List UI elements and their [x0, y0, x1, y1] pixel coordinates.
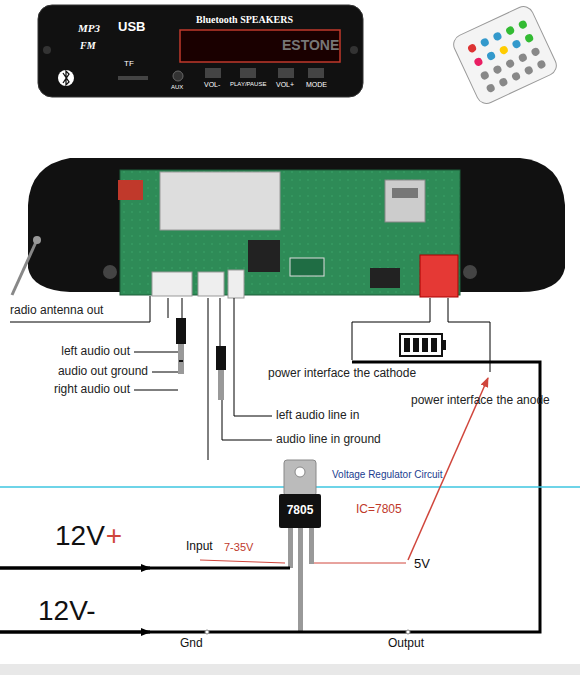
panel-text: TF	[124, 60, 134, 69]
callout-label: radio antenna out	[10, 304, 103, 317]
button-label: MODE	[306, 81, 327, 89]
panel-logo: MP3	[78, 22, 100, 34]
panel-text: USB	[118, 20, 145, 34]
voltage-label: 12V	[55, 521, 105, 552]
polarity-sign: +	[106, 521, 122, 552]
voltage-label: 5V	[414, 557, 430, 571]
pin-name: Gnd	[180, 637, 203, 650]
regulator-body: 7805	[279, 494, 321, 528]
callout-label: power interface the anode	[411, 394, 550, 407]
button-label: VOL+	[276, 81, 294, 89]
button-label: AUX	[171, 84, 183, 91]
ic-marking: 7805	[287, 504, 314, 517]
callout-label: audio out ground	[58, 365, 148, 378]
pin-name: Input	[186, 540, 213, 553]
voltage-range: 7-35V	[224, 541, 253, 553]
callout-label: left audio out	[61, 345, 130, 358]
panel-logo: FM	[80, 40, 96, 51]
ic-label: IC=7805	[356, 503, 402, 516]
callout-label: power interface the cathode	[268, 367, 416, 380]
pin-name: Output	[388, 637, 424, 650]
callout-label: left audio line in	[276, 409, 359, 422]
circuit-title: Voltage Regulator Circuit	[332, 469, 443, 480]
button-label: PLAY/PAUSE	[230, 81, 266, 88]
button-label: VOL-	[204, 81, 220, 89]
callout-label: right audio out	[54, 383, 130, 396]
panel-title: Bluetooth SPEAKERS	[196, 14, 293, 25]
callout-label: audio line in ground	[276, 433, 381, 446]
voltage-label: 12V-	[38, 596, 96, 627]
watermark: ESTONE	[282, 38, 339, 53]
